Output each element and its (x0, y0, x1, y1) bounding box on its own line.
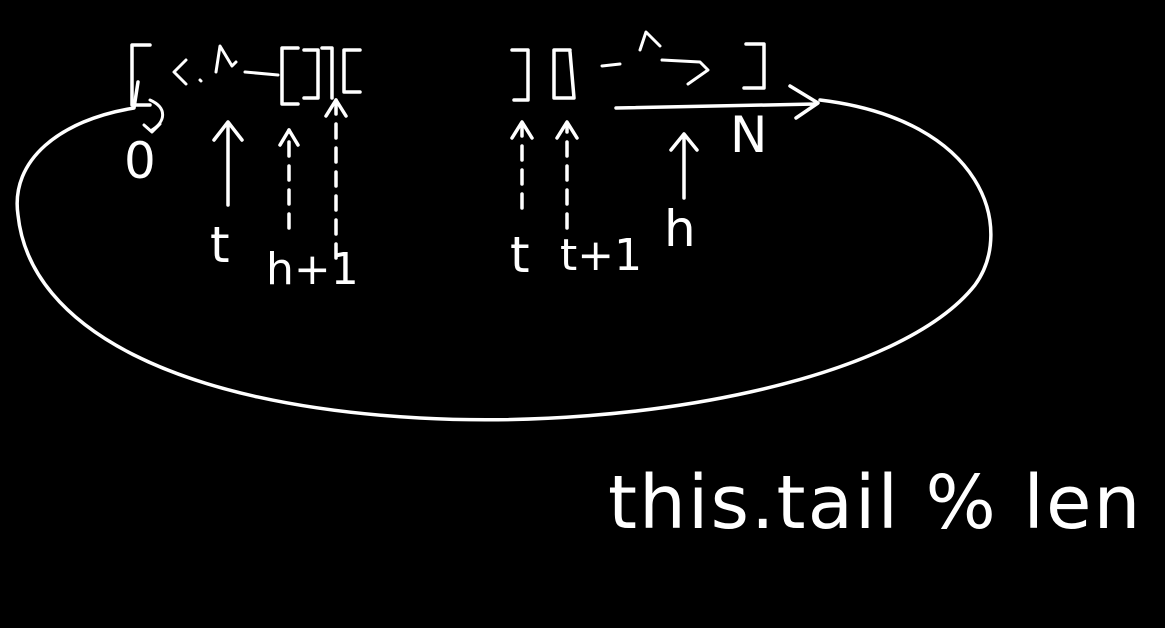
cell-bracket-4 (342, 48, 362, 94)
dash-connector-left (243, 70, 280, 77)
bracket-right-2 (552, 48, 576, 100)
arrow-t-right-head (510, 120, 534, 140)
arrow-t-left (212, 120, 244, 207)
label-n: N (730, 106, 767, 164)
label-h-right: h (664, 200, 696, 258)
caret-mark (214, 44, 238, 74)
bracket-right-1 (510, 48, 530, 102)
cell-bracket-3 (320, 46, 334, 100)
label-t-left: t (210, 216, 230, 274)
label-t-right: t (510, 226, 530, 284)
arrow-t-plus-1-head (555, 120, 579, 140)
label-zero: 0 (124, 132, 156, 190)
cell-bracket-1 (280, 46, 300, 106)
arrow-to-n (614, 84, 820, 120)
wraparound-loop (15, 80, 993, 422)
arrow-right-cell-head (324, 98, 348, 118)
label-h-plus-1: h+1 (266, 244, 359, 295)
caret-mark-right (638, 30, 662, 52)
cell-bracket-2 (302, 48, 320, 100)
dash-connector-right (600, 58, 710, 86)
label-t-plus-1: t+1 (560, 230, 642, 281)
formula-text: this.tail % len (608, 460, 1142, 546)
bracket-index-zero (130, 43, 152, 107)
bracket-right-end (742, 42, 766, 90)
scribble-dots (172, 58, 203, 86)
arrow-h-plus-1-head (278, 128, 300, 147)
curl-arrow-to-zero (142, 98, 165, 134)
arrow-h-right (669, 132, 699, 200)
